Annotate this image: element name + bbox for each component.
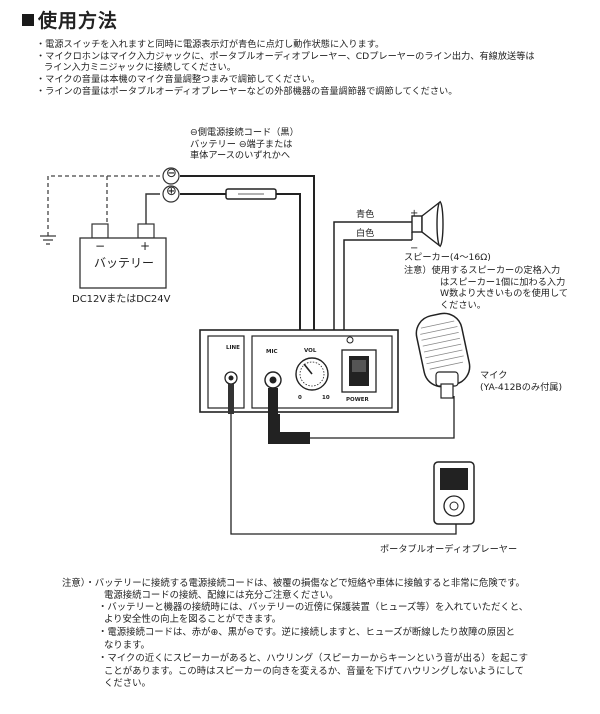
black-power-cord [180,175,315,334]
minus-symbol-label: ⊖ [166,166,177,181]
voltage-label: DC12VまたはDC24V [72,294,171,305]
ground-icon [40,235,56,245]
amp-vol-max-label: 10 [322,395,330,401]
title-square-icon [22,14,34,26]
wire-white-label: 白色 [356,228,375,239]
speaker-note-line-2: はスピーカー1個に加わる入力 [440,276,566,288]
speaker-note-line-3: W数より大きいものを使用して [440,288,569,299]
cord-label-line-1: ⊖側電源接続コード（黒） [190,127,299,138]
plus-symbol-label: ⊕ [166,184,177,199]
line-plug [228,384,457,535]
note-3-cont: なります。 [104,640,150,651]
plus-terminal-icon [162,185,180,203]
speaker-icon [411,200,444,248]
note-1: 注意）・バッテリーに接続する電源接続コードは、被覆の損傷などで短絡や車体に接触す… [62,578,525,589]
note-2: ・バッテリーと機器の接続時には、バッテリーの近傍に保護装置（ヒューズ等）を入れて… [98,602,529,613]
bullet-input: ・マイクロホンはマイク入力ジャックに、ポータブルオーディオプレーヤー、CDプレー… [36,51,535,62]
battery-plus-sign: + [140,239,150,253]
minus-terminal-icon [162,167,180,185]
amp-mic-label: MIC [266,349,278,355]
note-3: ・電源接続コードは、赤が⊕、黒が⊖です。逆に接続しますと、ヒューズが断線したり故… [98,627,516,638]
player-label: ポータブルオーディオプレーヤー [380,544,518,555]
battery-plus-lead [145,193,160,224]
amp-line-label: LINE [226,345,240,351]
speaker-note-line-1: 注意）使用するスピーカーの定格入力 [404,265,561,276]
battery [79,223,167,289]
cord-label-line-2: バッテリー ⊖端子または [190,138,293,150]
mic-label-line-2: (YA-412Bのみ付属) [480,381,563,393]
mic-label-line-1: マイク [480,370,508,381]
speaker-wires [333,221,412,334]
note-4-end: ください。 [104,678,151,689]
red-power-cord [180,188,301,334]
section-title-text: 使用方法 [38,10,119,32]
wire-blue-label: 青色 [356,209,375,220]
battery-label: バッテリー [94,256,155,270]
portable-player-icon [433,461,475,525]
amp-power-label: POWER [346,397,370,403]
battery-minus-sign: − [95,239,105,253]
bullet-line-volume: ・ラインの音量はポータブルオーディオプレーヤーなどの外部機器の音量調節器で調節し… [36,86,458,97]
cord-label: ⊖側電源接続コード（黒） バッテリー ⊖端子または 車体アースのいずれかへ [190,127,299,162]
cord-label-line-3: 車体アースのいずれかへ [190,150,291,161]
mic-label: マイク (YA-412Bのみ付属) [480,370,562,393]
speaker-note: 注意）使用するスピーカーの定格入力 はスピーカー1個に加わる入力 W数より大きい… [404,265,568,311]
mic-plug [268,388,455,444]
section-title: 使用方法 [22,6,118,33]
bullet-power: ・電源スイッチを入れますと同時に電源表示灯が青色に点灯し動作状態に入ります。 [36,39,385,50]
microphone-icon [415,312,471,399]
speaker-minus-sign: − [410,243,418,254]
note-4-cont: ことがあります。この時はスピーカーの向きを変えるか、音量を下げてハウリングしない… [104,666,525,677]
note-4: ・マイクの近くにスピーカーがあると、ハウリング（スピーカーからキーンという音が出… [98,653,529,664]
speaker-plus-sign: + [410,208,418,219]
note-1-cont: 電源接続コードの接続、配線には充分ご注意ください。 [104,590,339,601]
bullet-mic-volume: ・マイクの音量は本機のマイク音量調整つまみで調節してください。 [36,74,320,85]
amp-vol-min-label: 0 [298,395,302,401]
speaker-note-line-4: ください。 [440,299,486,311]
bullet-input-cont: ライン入力ミニジャックに接続してください。 [44,62,236,73]
amp-vol-label: VOL [304,348,317,354]
note-2-cont: より安全性の向上を図ることができます。 [104,614,281,625]
speaker-label: スピーカー(4〜16Ω) [404,252,491,263]
